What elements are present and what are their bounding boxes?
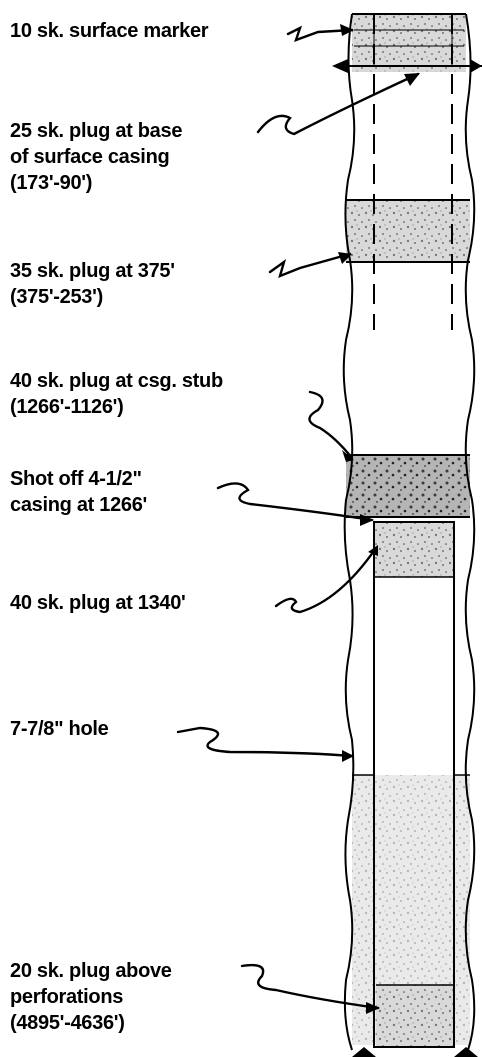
leader-plug-375	[268, 252, 352, 279]
arrow-csg-stub	[342, 450, 354, 462]
ground-arrow-left	[332, 59, 348, 73]
leader-shot-off	[216, 482, 374, 522]
cement-surface-marker	[352, 14, 466, 72]
label-shot-off-casing: Shot off 4-1/2" casing at 1266'	[10, 468, 148, 516]
leader-perforations	[240, 963, 380, 1010]
label-plug-375: 35 sk. plug at 375' (375'-253')	[10, 260, 175, 308]
production-casing	[373, 521, 455, 1048]
cement-plug-375	[346, 200, 470, 262]
bottom-marker-right	[454, 1047, 478, 1057]
leader-csg-stub	[308, 390, 354, 460]
label-surface-marker: 10 sk. surface marker	[10, 20, 209, 42]
leader-surface-marker	[286, 25, 354, 42]
label-plug-csg-stub: 40 sk. plug at csg. stub (1266'-1126')	[10, 370, 223, 418]
leader-plug-1340	[274, 546, 378, 614]
arrow-plug-1340	[368, 545, 378, 556]
leader-base-surface-casing	[256, 72, 420, 136]
leader-hole-size	[176, 726, 354, 758]
arrow-shot-off	[360, 514, 374, 526]
label-plug-above-perforations: 20 sk. plug above perforations (4895'-46…	[10, 960, 172, 1034]
arrow-surface-marker	[340, 24, 354, 36]
cement-plug-1340	[374, 522, 454, 577]
label-plug-1340: 40 sk. plug at 1340'	[10, 592, 186, 614]
borehole-wall-right	[464, 13, 476, 1051]
bottom-marker-left	[352, 1047, 376, 1057]
arrow-plug-375	[338, 252, 352, 264]
label-plug-base-surface-casing: 25 sk. plug at base of surface casing (1…	[10, 120, 183, 194]
cement-plug-perforations	[376, 985, 454, 1047]
arrow-perforations	[366, 1002, 380, 1014]
label-hole-size: 7-7/8" hole	[10, 718, 109, 740]
arrow-hole-size	[342, 750, 354, 762]
arrow-base-surface-casing	[404, 73, 420, 86]
cement-plug-csg-stub	[346, 455, 470, 517]
ground-arrow-right	[470, 59, 482, 73]
borehole-wall-left	[342, 13, 356, 1051]
